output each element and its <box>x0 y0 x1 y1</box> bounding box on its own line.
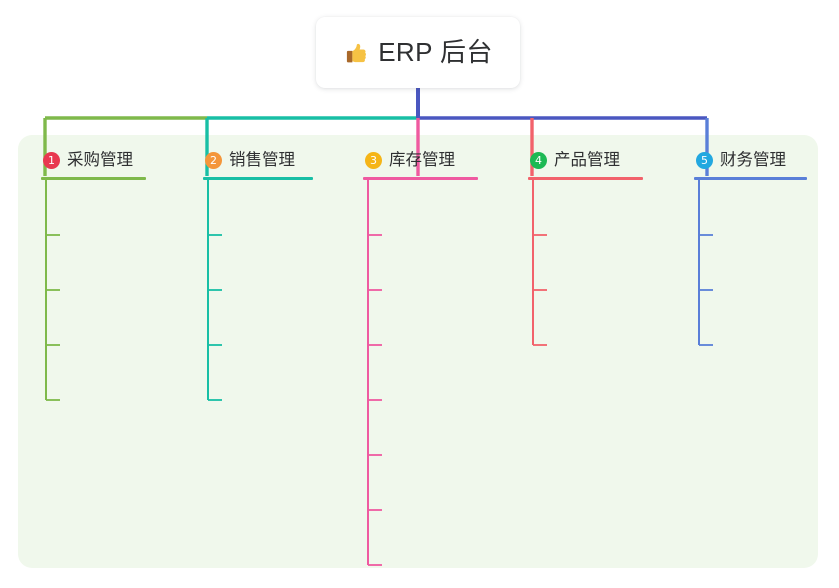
branch-title: 销售管理 <box>229 150 295 169</box>
branch-header-rule <box>694 177 807 180</box>
branch-index-badge: 2 <box>205 151 222 169</box>
diagram-background-panel <box>18 135 818 568</box>
branch-column-4: 4 产品管理 <box>528 148 620 172</box>
branch-index-badge: 1 <box>43 151 60 169</box>
root-node-label: ERP 后台 <box>378 36 493 67</box>
branch-header-5[interactable]: 5 财务管理 <box>694 148 786 172</box>
branch-index-badge: 3 <box>365 151 382 169</box>
branch-column-5: 5 财务管理 <box>694 148 786 172</box>
root-node[interactable]: ERP 后台 <box>316 17 520 88</box>
branch-column-1: 1 采购管理 <box>41 148 133 172</box>
branch-header-rule <box>528 177 643 180</box>
branch-header-4[interactable]: 4 产品管理 <box>528 148 620 172</box>
branch-header-2[interactable]: 2 销售管理 <box>203 148 295 172</box>
branch-index-badge: 5 <box>696 151 713 169</box>
branch-column-2: 2 销售管理 <box>203 148 295 172</box>
branch-index-badge: 4 <box>530 151 547 169</box>
thumbs-up-icon <box>347 43 367 62</box>
branch-title: 财务管理 <box>720 150 786 169</box>
branch-header-rule <box>363 177 478 180</box>
branch-title: 库存管理 <box>389 150 455 169</box>
branch-title: 采购管理 <box>67 150 133 169</box>
branch-header-rule <box>203 177 313 180</box>
branch-header-1[interactable]: 1 采购管理 <box>41 148 133 172</box>
branch-header-rule <box>41 177 146 180</box>
branch-header-3[interactable]: 3 库存管理 <box>363 148 455 172</box>
branch-title: 产品管理 <box>554 150 620 169</box>
branch-column-3: 3 库存管理 <box>363 148 455 172</box>
